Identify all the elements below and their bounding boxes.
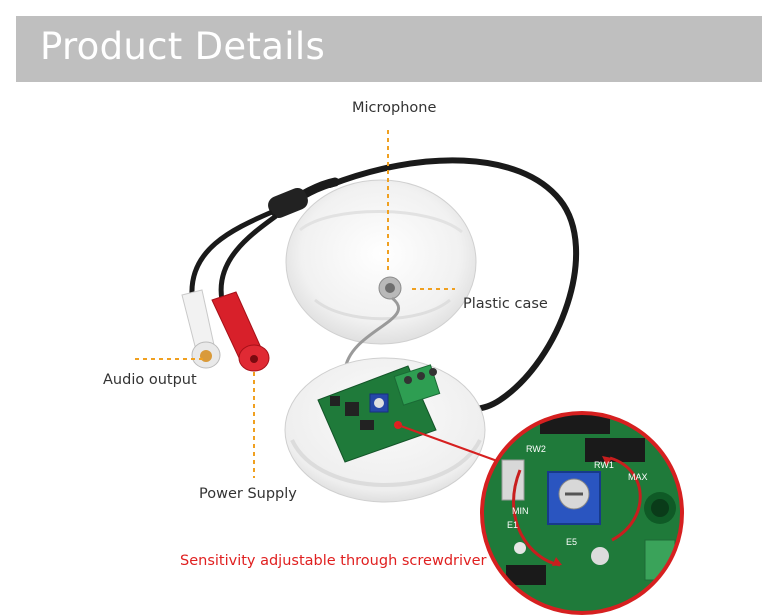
pcb-label-e5: E5 <box>566 537 577 547</box>
cable-splitter <box>268 188 308 218</box>
cable-lead-white <box>189 209 273 296</box>
pcb-label-rw2: RW2 <box>526 444 546 454</box>
rca-plug-white <box>181 289 221 369</box>
page-title: Product Details <box>40 25 326 68</box>
pcb-label-rw1: RW1 <box>594 460 614 470</box>
header-banner: Product Details <box>16 16 762 82</box>
plastic-case-dome <box>285 179 477 345</box>
label-audio-output: Audio output <box>103 372 197 388</box>
zoom-callout: RW2 RW1 MAX MIN E1 E5 <box>482 413 682 613</box>
pcb-label-max: MAX <box>628 472 648 482</box>
label-microphone: Microphone <box>352 100 437 116</box>
mic-wire <box>343 296 401 371</box>
zoom-ring <box>480 411 684 615</box>
cable-loop <box>327 157 579 412</box>
cable-lead-red <box>218 213 278 301</box>
pcb-label-e1: E1 <box>507 520 518 530</box>
pcb-label-min: MIN <box>512 506 529 516</box>
base-with-pcb <box>284 357 486 503</box>
rca-plug-red <box>211 291 270 372</box>
callout-line <box>397 424 501 463</box>
label-plastic-case: Plastic case <box>463 296 548 312</box>
label-power-supply: Power Supply <box>199 486 297 502</box>
label-sensitivity: Sensitivity adjustable through screwdriv… <box>180 553 487 569</box>
